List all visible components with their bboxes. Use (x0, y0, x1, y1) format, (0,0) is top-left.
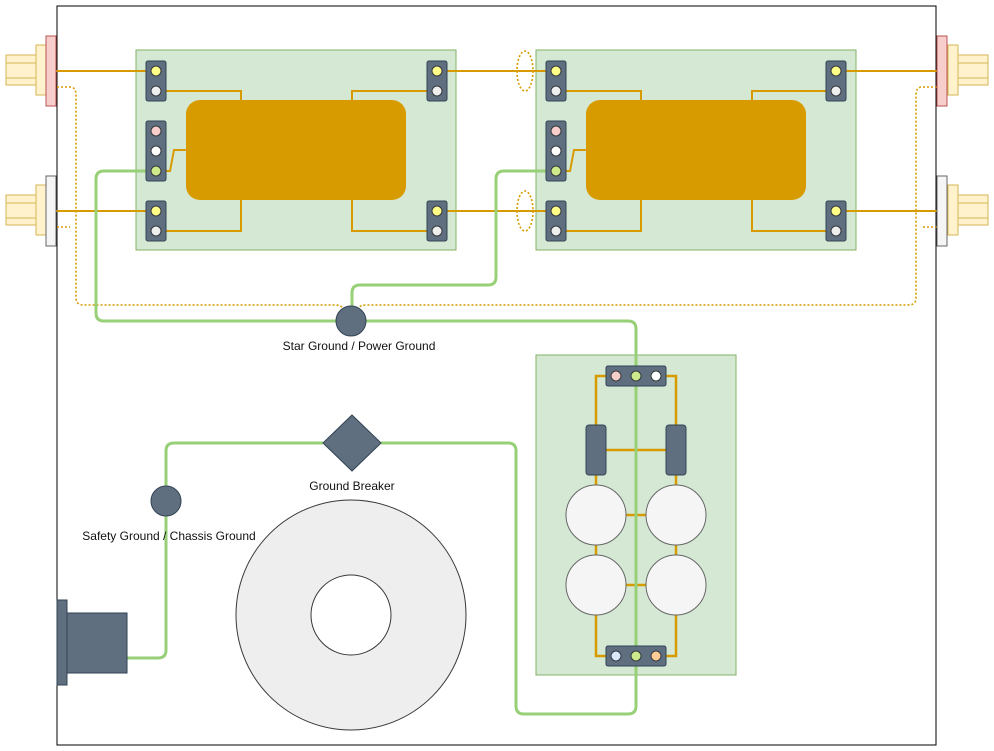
toroid-center-hole (310, 574, 392, 656)
terminal-block (426, 200, 448, 242)
ground-wires (94, 169, 638, 716)
terminal-block-3pin (545, 120, 567, 182)
capacitor (645, 484, 707, 546)
rca-jack-left-red (5, 35, 57, 107)
terminal-blocks (145, 60, 847, 667)
right-output-transformer (586, 100, 806, 200)
terminal-block (825, 60, 847, 102)
safety-ground-node (150, 485, 182, 517)
terminal-block (145, 200, 167, 242)
psu-terminal-bottom (605, 645, 667, 667)
rectifier-left (585, 424, 607, 476)
ground-breaker-diamond (322, 414, 382, 472)
rectifier-right (665, 424, 687, 476)
safety-ground-label: Safety Ground / Chassis Ground (82, 529, 255, 543)
capacitor (565, 484, 627, 546)
iec-inlet-flange (56, 599, 68, 686)
left-output-transformer (186, 100, 406, 200)
capacitor (645, 554, 707, 616)
rca-jack-left-white (5, 175, 57, 247)
rca-jack-right-red (936, 35, 989, 107)
ground-breaker-label: Ground Breaker (309, 479, 394, 493)
star-ground-label: Star Ground / Power Ground (283, 339, 436, 353)
terminal-block-3pin (145, 120, 167, 182)
psu-terminal-top (605, 365, 667, 387)
star-ground-node (335, 305, 367, 337)
iec-power-inlet (66, 612, 128, 674)
capacitor (565, 554, 627, 616)
filter-capacitors (565, 484, 707, 616)
rca-jack-right-white (936, 175, 989, 247)
terminal-block (145, 60, 167, 102)
terminal-block (825, 200, 847, 242)
terminal-block (545, 200, 567, 242)
terminal-block (545, 60, 567, 102)
terminal-block (426, 60, 448, 102)
